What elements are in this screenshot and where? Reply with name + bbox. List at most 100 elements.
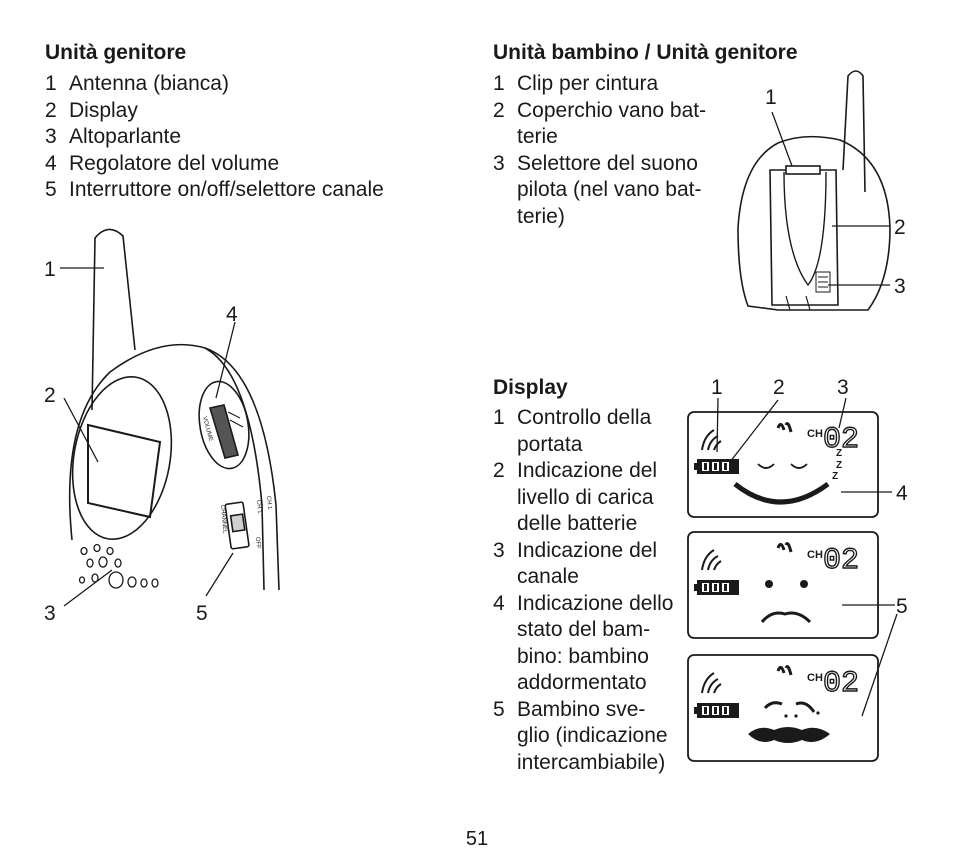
- device-body: [737, 135, 891, 311]
- channel-label: CHANNEL: [219, 505, 228, 535]
- callout-3: 3: [894, 275, 906, 298]
- crying-mouth: [748, 727, 830, 743]
- item-text: Regolatore del volume: [69, 151, 280, 175]
- sleep-z: Z: [836, 448, 842, 459]
- item-line: Selettore del suono: [517, 151, 698, 175]
- off-label: OFF: [254, 537, 261, 550]
- item-line: portata: [517, 432, 583, 456]
- screen: [87, 423, 162, 519]
- channel-label: CH: [807, 672, 823, 684]
- battery-icon: [694, 580, 739, 595]
- item-number: 2: [493, 98, 505, 122]
- item-line: stato del bam-: [517, 618, 651, 641]
- eye-left-cry: [763, 701, 783, 710]
- tear-dot: [784, 714, 788, 718]
- eye-right-cry: [795, 701, 816, 713]
- channel-label: CH: [807, 428, 823, 440]
- battery-icon: [694, 459, 739, 474]
- eye-left: [765, 580, 773, 588]
- parent-unit-heading: Unità genitore: [45, 41, 187, 64]
- tear-dot: [794, 714, 798, 718]
- item-line: livello di carica: [517, 485, 654, 509]
- eye-right: [800, 580, 808, 588]
- range-icon: [701, 429, 722, 451]
- device-body: [68, 343, 280, 591]
- page-number: 51: [465, 828, 489, 850]
- item-number: 2: [493, 459, 505, 482]
- channel-number: 02: [823, 544, 859, 578]
- list-item: 5 Bambino sve-glio (indicazione intercambi…: [493, 697, 673, 777]
- range-icon: [701, 672, 722, 694]
- item-number: 5: [493, 697, 505, 721]
- item-number: 3: [45, 125, 57, 148]
- list-item: 4 Indicazione dello stato del bam-bino: ba…: [493, 591, 673, 697]
- item-text: Interruttore on/off/selettore canale: [69, 178, 384, 201]
- item-line: bino: bambino: [517, 644, 649, 668]
- callout-5: 5: [196, 602, 208, 625]
- ch2-label: CH 1: [265, 496, 272, 511]
- item-line: glio (indicazione: [517, 724, 668, 747]
- leader-lines: [771, 111, 890, 286]
- sleep-z: Z: [836, 460, 842, 471]
- lcd-panel-awake: CH 02: [687, 531, 879, 639]
- dip-switch: [815, 271, 831, 293]
- range-icon: [701, 549, 722, 571]
- callout-2: 2: [894, 216, 906, 239]
- item-line: Controllo della: [517, 406, 652, 429]
- item-line: Indicazione del: [517, 538, 658, 562]
- smile: [733, 481, 830, 505]
- mouth: [760, 611, 812, 624]
- ch1-label: CH 1: [255, 500, 262, 515]
- list-item: 3 Altoparlante: [45, 124, 384, 151]
- item-number: 2: [45, 98, 57, 122]
- leader-lines: [60, 267, 236, 607]
- item-line: addormentato: [517, 671, 647, 694]
- callout-numbers: 1 2 3: [765, 86, 906, 298]
- item-text: Altoparlante: [69, 125, 182, 148]
- closed-eye-left: [757, 463, 775, 469]
- channel-label: CH: [807, 549, 823, 561]
- callout-1: 1: [765, 86, 777, 109]
- item-number: 1: [45, 72, 57, 95]
- closed-eye-right: [790, 463, 808, 469]
- item-line: Bambino sve-: [517, 697, 646, 721]
- channel-number: 02: [823, 667, 859, 701]
- lcd-panel-crying: CH 02: [687, 654, 879, 762]
- callout-4: 4: [896, 482, 908, 505]
- sleep-z: Z: [832, 471, 838, 482]
- list-item: 1 Controllo della portata: [493, 405, 673, 458]
- item-line: terie): [517, 204, 565, 228]
- item-line: terie: [517, 125, 558, 148]
- sound-icon: [776, 422, 793, 433]
- volume-wheel: [208, 404, 239, 459]
- callout-numbers: 1 2 3 4 5: [711, 376, 908, 618]
- item-line: Coperchio vano bat-: [517, 98, 707, 122]
- item-number: 5: [45, 178, 57, 201]
- item-line: intercambiabile): [517, 750, 666, 774]
- lcd-panel-sleeping: CH 02 Z Z Z: [687, 411, 879, 518]
- item-number: 1: [493, 406, 505, 429]
- item-line: Indicazione dello: [517, 591, 674, 615]
- item-text: Display: [69, 98, 138, 122]
- antenna-shape: [91, 228, 136, 411]
- display-recess: [71, 376, 173, 540]
- tear-dot: [816, 711, 820, 715]
- item-number: 4: [493, 591, 505, 615]
- display-heading: Display: [493, 376, 568, 399]
- baby-unit-heading: Unità bambino / Unità genitore: [493, 41, 798, 64]
- sound-icon: [776, 665, 793, 676]
- item-number: 4: [45, 151, 57, 175]
- volume-recess: [198, 380, 250, 470]
- list-item: 4 Regolatore del volume: [45, 151, 384, 178]
